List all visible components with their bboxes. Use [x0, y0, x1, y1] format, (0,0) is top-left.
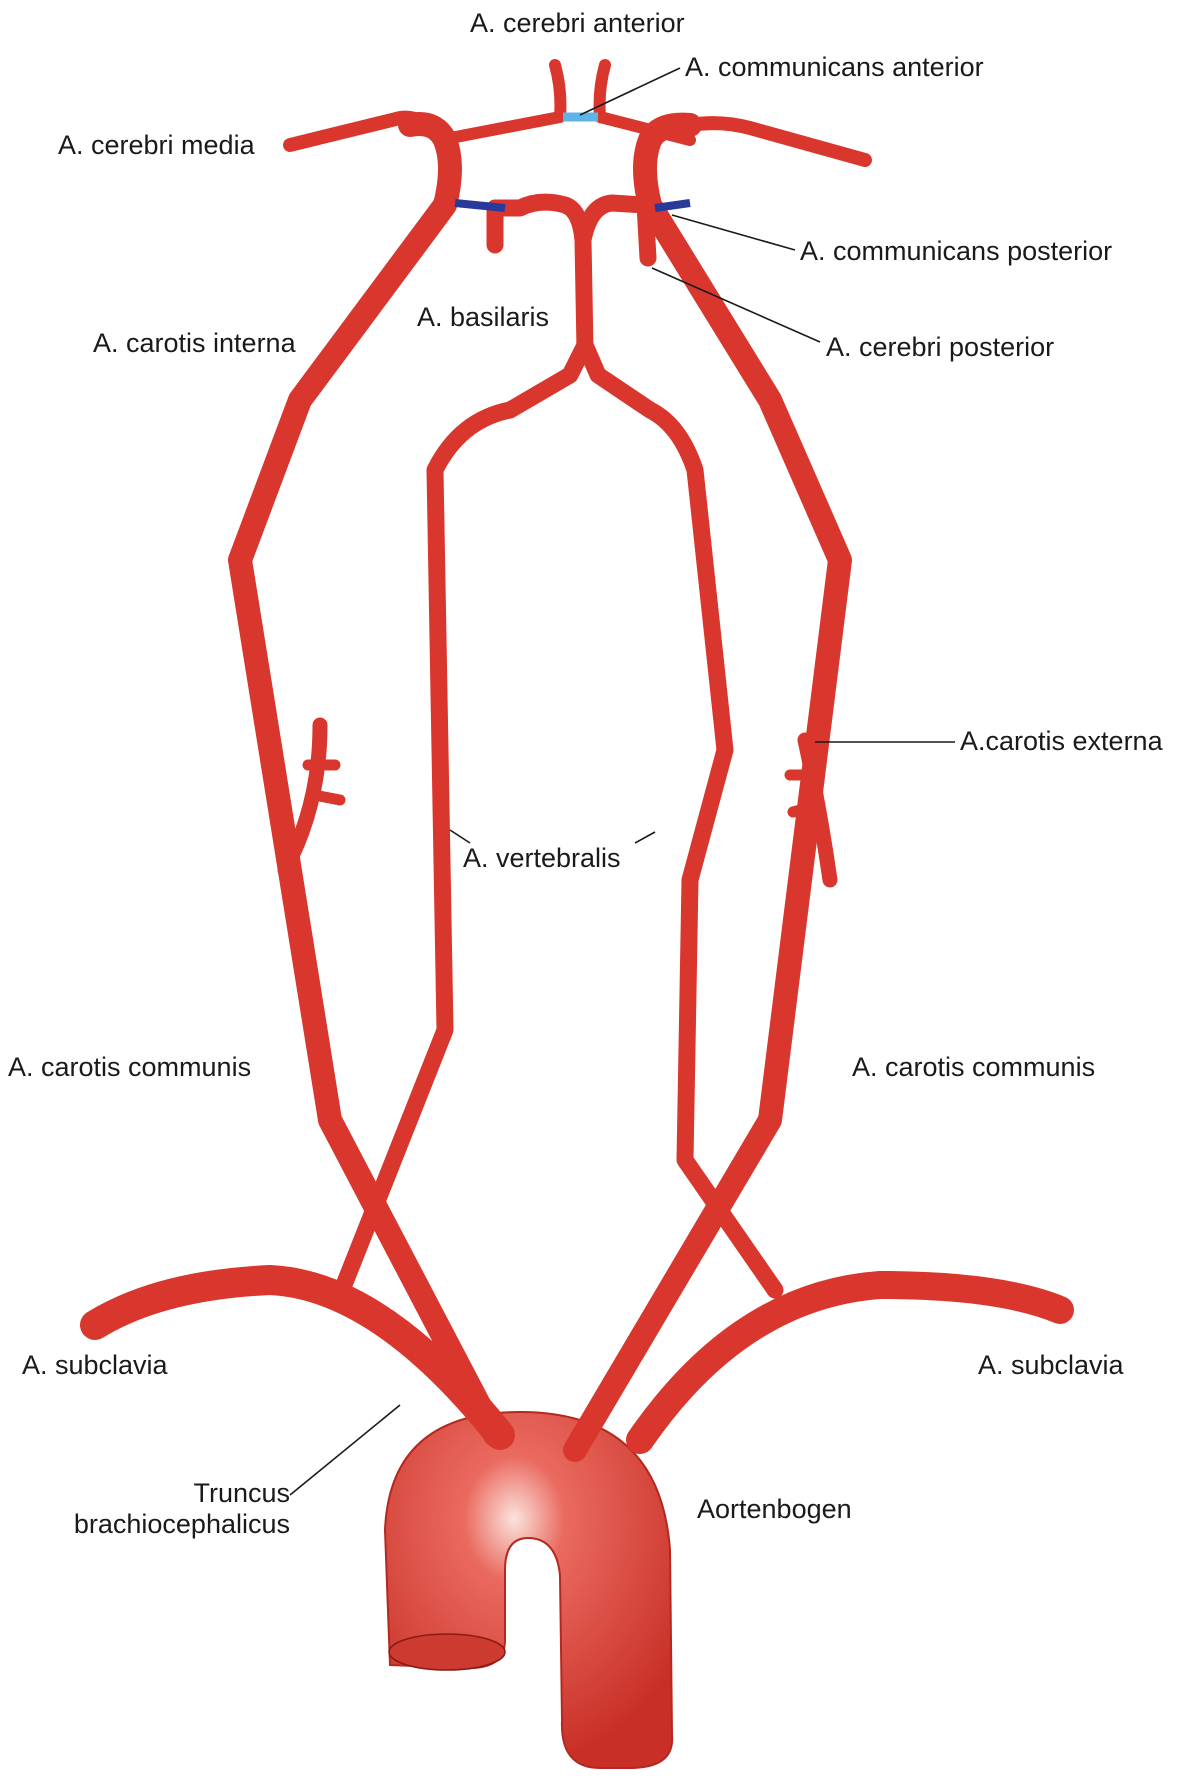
vertebralis-left — [331, 336, 594, 1304]
carotis-externa-left — [277, 717, 346, 878]
aorta-cut-end — [388, 1633, 506, 1671]
label-basilaris: A. basilaris — [417, 302, 550, 332]
label-truncus-line2: brachiocephalicus — [73, 1509, 290, 1540]
label-carotis-externa: A.carotis externa — [960, 726, 1163, 756]
leader-lines — [289, 67, 955, 1496]
cerebri-media-left — [283, 110, 447, 152]
label-cerebri-posterior: A. cerebri posterior — [826, 332, 1055, 362]
label-vertebralis: A. vertebralis — [463, 843, 621, 873]
cerebri-anterior — [434, 59, 696, 146]
cerebri-media-right — [683, 116, 872, 167]
communicans-posterior-left-vessel — [454, 199, 506, 212]
label-cerebri-media: A. cerebri media — [58, 130, 255, 160]
label-carotis-interna: A. carotis interna — [93, 328, 296, 358]
communicans-posterior-right-vessel — [654, 199, 691, 212]
label-carotis-communis-right: A. carotis communis — [852, 1052, 1096, 1082]
label-truncus-brachiocephalicus: Truncus brachiocephalicus — [40, 1478, 290, 1540]
label-aortenbogen: Aortenbogen — [697, 1494, 852, 1524]
label-carotis-communis-left: A. carotis communis — [8, 1052, 252, 1082]
basilaris — [486, 193, 657, 359]
label-subclavia-left: A. subclavia — [22, 1350, 168, 1380]
label-subclavia-right: A. subclavia — [978, 1350, 1124, 1380]
label-communicans-anterior: A. communicans anterior — [685, 52, 984, 82]
label-cerebri-anterior: A. cerebri anterior — [470, 8, 685, 38]
carotis-externa-right — [784, 732, 838, 888]
subclavia-left — [80, 1265, 515, 1450]
aortic-arch — [383, 1410, 674, 1769]
vertebralis-right — [576, 336, 784, 1299]
subclavia-right — [626, 1271, 1074, 1454]
label-communicans-posterior: A. communicans posterior — [800, 236, 1113, 266]
label-truncus-line1: Truncus — [193, 1478, 290, 1508]
